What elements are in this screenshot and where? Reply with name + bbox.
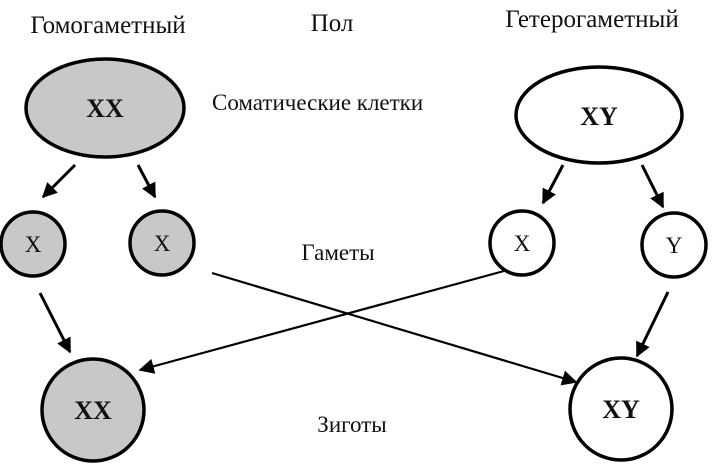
header-heterogametic: Гетерогаметный (505, 6, 678, 33)
label-somatic-cells: Соматические клетки (212, 90, 423, 115)
arrow-gamete-x-right-to-zygote-left (138, 269, 505, 374)
gamete-homogametic-2-shape (128, 209, 196, 277)
gamete-heterogametic-x-shape (488, 209, 556, 277)
arrow-gamete-x-left-to-zygote-right (211, 271, 578, 386)
gamete-homogametic-1-shape (0, 210, 67, 278)
arrow-somatic-left-to-gamete-2 (136, 164, 157, 199)
gamete-homogametic-2: X (128, 209, 196, 277)
zygote-homogametic-shape (40, 357, 146, 463)
gamete-homogametic-2-label: X (154, 231, 171, 256)
gamete-heterogametic-y: Y (640, 211, 708, 279)
header-homogametic: Гомогаметный (30, 12, 185, 39)
somatic-cell-heterogametic: XY (514, 65, 684, 165)
somatic-cell-heterogametic-label: XY (580, 102, 618, 131)
arrow-somatic-right-to-gamete-2 (640, 164, 665, 209)
somatic-cell-homogametic-shape (24, 57, 186, 159)
zygote-heterogametic-shape (568, 356, 674, 462)
somatic-cell-homogametic: XX (24, 57, 186, 159)
arrow-somatic-left-to-gamete-1 (41, 163, 77, 199)
gamete-heterogametic-x-label: X (514, 231, 531, 256)
label-gametes: Гаметы (301, 240, 374, 265)
somatic-cell-heterogametic-shape (514, 65, 684, 165)
gamete-homogametic-1-label: X (25, 232, 42, 257)
arrow-gamete-y-to-zygote-right (635, 291, 670, 358)
arrow-somatic-right-to-gamete-1 (541, 164, 565, 205)
somatic-cell-homogametic-label: XX (86, 94, 124, 123)
zygote-heterogametic-label: XY (602, 395, 640, 424)
label-zygotes: Зиготы (317, 412, 386, 437)
arrow-gamete-left-to-zygote-left (38, 292, 72, 354)
zygote-homogametic-label: XX (74, 396, 112, 425)
gamete-heterogametic-x: X (488, 209, 556, 277)
gamete-heterogametic-y-shape (640, 211, 708, 279)
gamete-homogametic-1: X (0, 210, 67, 278)
header-sex: Пол (311, 10, 354, 37)
zygote-homogametic: XX (40, 357, 146, 463)
gamete-heterogametic-y-label: Y (666, 233, 683, 258)
zygote-heterogametic: XY (568, 356, 674, 462)
